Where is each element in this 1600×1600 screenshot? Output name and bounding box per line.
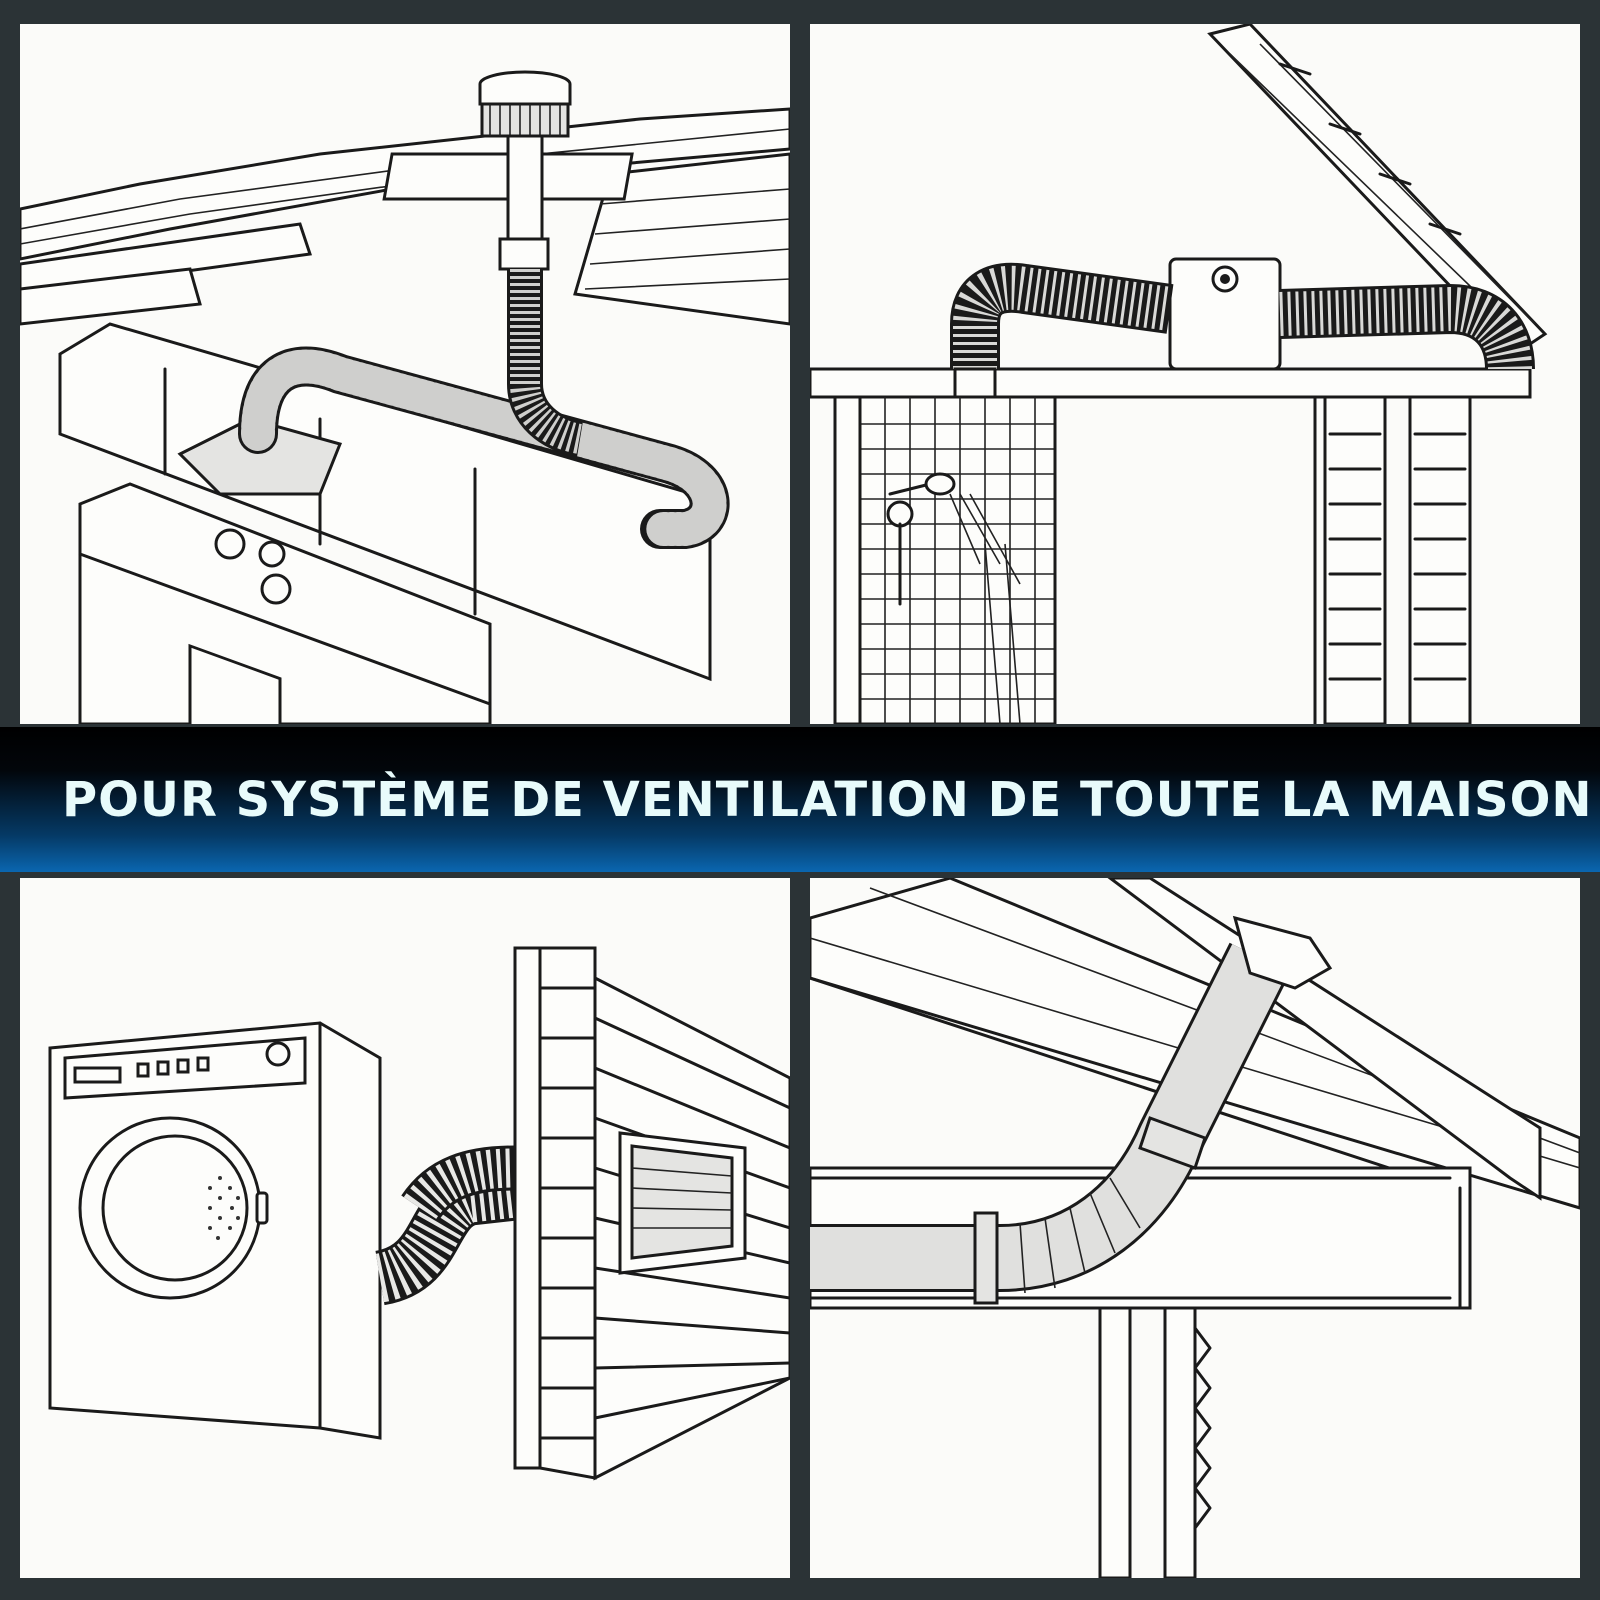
inline-fan bbox=[1168, 257, 1282, 371]
attic-ventilation-panel bbox=[810, 878, 1580, 1578]
roof-slope bbox=[1207, 24, 1548, 356]
bathroom-duct bbox=[950, 262, 1535, 406]
support-posts bbox=[1098, 1306, 1212, 1578]
kitchen-hood-roof-vent-icon bbox=[20, 70, 790, 724]
shower-wall bbox=[833, 395, 1057, 724]
ceiling-beam bbox=[810, 367, 1532, 399]
attic-roof-duct-icon bbox=[810, 878, 1580, 1578]
lower-cabinets bbox=[78, 482, 492, 724]
flexible-duct bbox=[238, 269, 730, 549]
banner-title: POUR SYSTÈME DE VENTILATION DE TOUTE LA … bbox=[62, 771, 1593, 828]
attic-duct bbox=[810, 915, 1333, 1305]
dryer-machine bbox=[48, 1021, 382, 1440]
dryer-ventilation-panel bbox=[20, 878, 790, 1578]
title-banner: POUR SYSTÈME DE VENTILATION DE TOUTE LA … bbox=[0, 727, 1600, 872]
dryer-hose bbox=[373, 1145, 519, 1306]
brick-pillars bbox=[1323, 395, 1472, 724]
dryer-wall-vent-icon bbox=[48, 946, 790, 1481]
bathroom-inline-fan-icon bbox=[810, 24, 1548, 724]
kitchen-ventilation-panel bbox=[20, 24, 790, 724]
brick-wall bbox=[513, 946, 790, 1481]
roof-tiles bbox=[20, 107, 790, 326]
upper-cabinets bbox=[58, 322, 712, 682]
roof-vent-cap bbox=[382, 70, 634, 271]
bathroom-ventilation-panel bbox=[810, 24, 1580, 724]
